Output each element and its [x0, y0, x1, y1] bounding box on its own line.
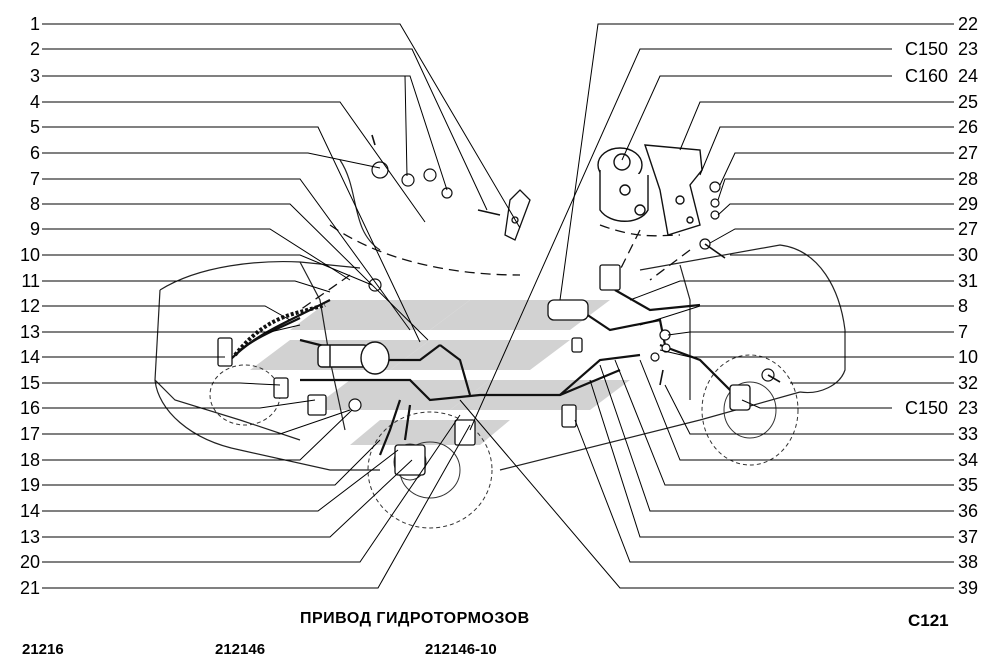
model-code-1: 21216 — [22, 641, 64, 658]
callout-right-17: 33 — [958, 424, 978, 444]
model-code-3: 212146-10 — [425, 641, 497, 658]
callout-right-11: 31 — [958, 271, 978, 291]
callout-left-10: 10 — [20, 245, 40, 265]
callout-left-3: 3 — [30, 66, 40, 86]
callout-left-23: 21 — [20, 578, 40, 598]
callout-right-16: 23 — [958, 398, 978, 418]
callout-left-5: 5 — [30, 117, 40, 137]
callout-left-2: 2 — [30, 39, 40, 59]
callout-leaders-right — [459, 23, 954, 589]
callout-right-10: 30 — [958, 245, 978, 265]
assembly-guides — [299, 224, 691, 311]
callout-left-9: 9 — [30, 219, 40, 239]
callout-right-3: 24 — [958, 66, 978, 86]
callout-codes: С150 С160 С150 — [905, 39, 948, 418]
callout-right-19: 35 — [958, 475, 978, 495]
callout-right-8: 29 — [958, 194, 978, 214]
callout-left-20: 14 — [20, 501, 40, 521]
callout-right-2: 23 — [958, 39, 978, 59]
callout-left-16: 16 — [20, 398, 40, 418]
callout-right-5: 26 — [958, 117, 978, 137]
callout-left-8: 8 — [30, 194, 40, 214]
callout-left-12: 12 — [20, 296, 40, 316]
pressure-regulator — [597, 147, 649, 222]
rear-wheel — [701, 354, 799, 466]
callout-right-9: 27 — [958, 219, 978, 239]
callout-left-4: 4 — [30, 92, 40, 112]
callout-right-18: 34 — [958, 450, 978, 470]
callout-left-18: 18 — [20, 450, 40, 470]
callout-left-17: 17 — [20, 424, 40, 444]
callout-code-24: С160 — [905, 66, 948, 86]
brake-calipers — [217, 264, 751, 476]
regulator-lever — [504, 189, 531, 241]
callout-left-6: 6 — [30, 143, 40, 163]
callout-left-19: 19 — [20, 475, 40, 495]
callout-right-13: 7 — [958, 322, 968, 342]
callout-right-22: 38 — [958, 552, 978, 572]
page-title: ПРИВОД ГИДРОТОРМОЗОВ — [300, 610, 530, 627]
bolts — [371, 134, 781, 386]
callout-right-23: 39 — [958, 578, 978, 598]
callout-right-4: 25 — [958, 92, 978, 112]
callout-right-7: 28 — [958, 169, 978, 189]
callout-right-14: 10 — [958, 347, 978, 367]
callout-right-15: 32 — [958, 373, 978, 393]
callout-left-13: 13 — [20, 322, 40, 342]
callout-leaders-left — [42, 23, 521, 589]
callout-right-20: 36 — [958, 501, 978, 521]
callout-left-1: 1 — [30, 14, 40, 34]
callout-left-22: 20 — [20, 552, 40, 572]
callout-left-14: 14 — [20, 347, 40, 367]
callout-code-23: С150 — [905, 39, 948, 59]
callout-left-7: 7 — [30, 169, 40, 189]
callout-left-15: 15 — [20, 373, 40, 393]
callout-left-21: 13 — [20, 527, 40, 547]
regulator-bracket — [643, 144, 703, 236]
page-code: С121 — [908, 611, 949, 630]
master-cylinder — [317, 341, 390, 375]
callout-numbers-right: 22 23 24 25 26 27 28 29 27 30 31 8 7 10 … — [958, 14, 978, 598]
callout-code-23b: С150 — [905, 398, 948, 418]
front-brake-hose — [233, 303, 326, 357]
callout-right-21: 37 — [958, 527, 978, 547]
callout-right-1: 22 — [958, 14, 978, 34]
callout-right-6: 27 — [958, 143, 978, 163]
model-code-2: 212146 — [215, 641, 266, 658]
callout-numbers-left: 1 2 3 4 5 6 7 8 9 10 11 12 13 14 15 16 1… — [20, 14, 40, 598]
rear-left-wheel — [209, 364, 281, 426]
callout-right-12: 8 — [958, 296, 968, 316]
callout-left-11: 11 — [21, 271, 40, 291]
